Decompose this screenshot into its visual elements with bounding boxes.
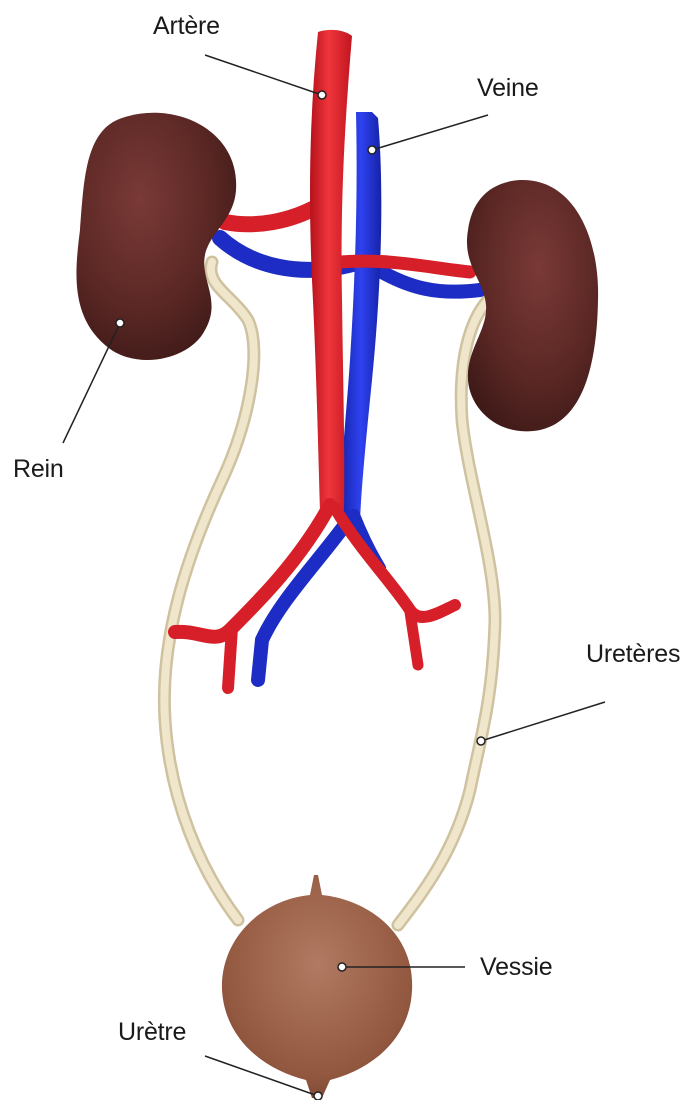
bladder bbox=[222, 875, 412, 1098]
leader-veine bbox=[372, 115, 488, 150]
label-ureteres: Uretères bbox=[586, 640, 680, 669]
leader-artere bbox=[205, 55, 322, 95]
left-kidney bbox=[76, 113, 236, 360]
artery bbox=[175, 30, 470, 688]
leader-rein bbox=[63, 323, 120, 443]
label-uretre: Urètre bbox=[118, 1018, 186, 1047]
label-artere: Artère bbox=[153, 12, 220, 41]
label-rein: Rein bbox=[13, 455, 64, 484]
label-veine: Veine bbox=[477, 74, 539, 103]
leader-ureteres bbox=[481, 702, 605, 741]
label-vessie: Vessie bbox=[480, 953, 552, 982]
right-kidney bbox=[467, 180, 598, 431]
